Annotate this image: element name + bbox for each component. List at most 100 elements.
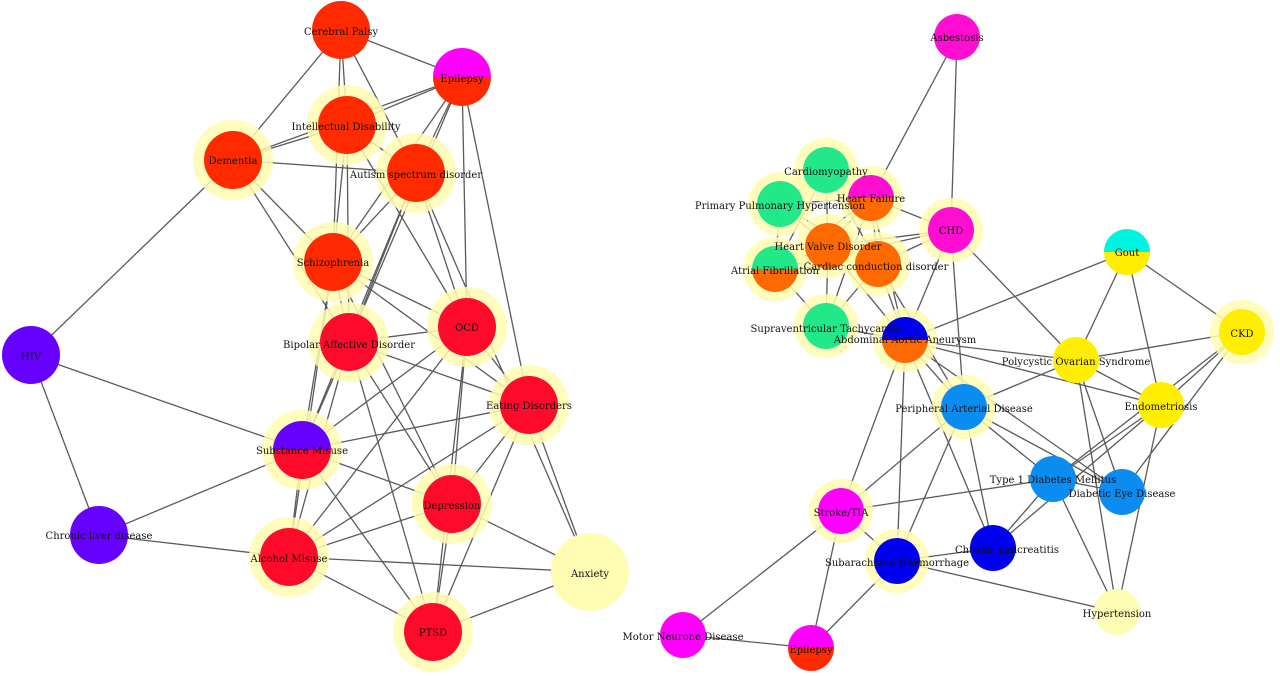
node-asbestosis[interactable] <box>934 14 980 60</box>
edge-ocd-alcohol_misuse <box>288 326 468 558</box>
edge-hiv-substance_misuse <box>30 354 303 451</box>
edge-sah-hypertension <box>896 560 1118 613</box>
edge-pcos-hypertension <box>1075 359 1118 613</box>
node-label-sah: Subarachnoid Haemorrhage <box>825 558 969 569</box>
node-ptsd[interactable] <box>404 603 462 661</box>
node-chronic_pancreatitis[interactable] <box>970 525 1016 571</box>
node-label-aaa: Abdominal Aortic Aneurysm <box>833 335 977 346</box>
edge-aaa-chronic_pancreatitis <box>904 339 994 549</box>
edge-t1dm-stroke_tia <box>840 478 1054 512</box>
node-label-chd: CHD <box>939 226 963 237</box>
edges-layer <box>30 29 1243 649</box>
edge-endometriosis-chronic_pancreatitis <box>992 404 1162 549</box>
node-hypertension[interactable] <box>1094 589 1140 635</box>
node-anxiety[interactable] <box>551 533 629 611</box>
node-mnd[interactable] <box>660 612 706 658</box>
edge-pcos-diabetic_eye <box>1075 359 1123 493</box>
node-label-hypertension: Hypertension <box>1083 609 1152 620</box>
edge-aaa-endometriosis <box>904 339 1162 406</box>
node-eating_disorders[interactable] <box>500 376 558 434</box>
node-label-pcos: Polycystic Ovarian Syndrome <box>1002 357 1151 368</box>
edge-aaa-diabetic_eye <box>904 339 1123 493</box>
edge-t1dm-hypertension <box>1052 478 1118 613</box>
node-ocd[interactable] <box>438 298 496 356</box>
node-label-cerebral_palsy: Cerebral Palsy <box>304 27 378 38</box>
node-heart_failure[interactable] <box>848 175 894 221</box>
node-label-heart_valve_disorder: Heart Valve Disorder <box>774 242 881 253</box>
node-label-atrial_fibrillation: Atrial Fibrillation <box>730 266 819 277</box>
node-label-epilepsy_left: Epilepsy <box>440 74 484 85</box>
node-label-pad: Peripheral Arterial Disease <box>895 404 1033 415</box>
node-alcohol_misuse[interactable] <box>260 528 318 586</box>
node-label-dementia: Dementia <box>209 156 258 167</box>
node-intellectual_disability[interactable] <box>318 96 376 154</box>
node-t1dm[interactable] <box>1030 456 1076 502</box>
node-depression[interactable] <box>423 475 481 533</box>
node-cardiomyopathy[interactable] <box>803 147 849 193</box>
node-gout[interactable] <box>1104 229 1150 275</box>
node-label-substance_misuse: Substance Misuse <box>256 446 348 457</box>
node-label-t1dm: Type 1 Diabetes Mellitus <box>990 475 1116 486</box>
node-label-heart_failure: Heart Failure <box>837 194 905 205</box>
edge-alcohol_misuse-anxiety <box>288 556 591 573</box>
node-label-autism: Autism spectrum disorder <box>349 170 482 181</box>
node-cerebral_palsy[interactable] <box>312 1 370 59</box>
node-label-epilepsy_right: Epilepsy <box>789 645 833 656</box>
node-diabetic_eye[interactable] <box>1099 469 1145 515</box>
edge-dementia-hiv <box>30 159 234 356</box>
node-label-asbestosis: Asbestosis <box>929 33 983 44</box>
edge-gout-aaa <box>904 251 1128 341</box>
node-label-bipolar: Bipolar Affective Disorder <box>283 340 415 351</box>
edge-hiv-chronic_liver <box>30 354 100 536</box>
node-atrial_fibrillation[interactable] <box>752 246 798 292</box>
node-label-chronic_pancreatitis: Chronic pancreatitis <box>955 545 1059 556</box>
node-svt[interactable] <box>803 303 849 349</box>
edge-autism-anxiety <box>415 172 591 573</box>
edge-gout-endometriosis <box>1126 251 1162 406</box>
node-label-svt: Supraventricular Tachycardia <box>750 324 901 335</box>
node-hiv[interactable] <box>2 326 60 384</box>
node-primary_pulmonary_hypertension[interactable] <box>757 181 803 227</box>
node-dementia[interactable] <box>204 131 262 189</box>
node-label-ptsd: PTSD <box>419 628 447 639</box>
node-label-hiv: HIV <box>21 352 42 363</box>
node-chronic_liver[interactable] <box>70 506 128 564</box>
edge-schizophrenia-alcohol_misuse <box>288 261 334 558</box>
node-stroke_tia[interactable] <box>818 488 864 534</box>
node-label-gout: Gout <box>1115 248 1139 259</box>
edge-stroke_tia-mnd <box>682 510 842 636</box>
node-autism[interactable] <box>387 144 445 202</box>
node-label-depression: Depression <box>424 501 482 512</box>
node-endometriosis[interactable] <box>1138 382 1184 428</box>
edge-eating_disorders-alcohol_misuse <box>288 404 530 558</box>
edge-endometriosis-hypertension <box>1116 404 1162 613</box>
node-label-cardiomyopathy: Cardiomyopathy <box>784 167 868 178</box>
node-label-anxiety: Anxiety <box>570 569 609 580</box>
node-label-conduction_disorder: Cardiac conduction disorder <box>804 262 949 273</box>
edge-epilepsy_left-eating_disorders <box>461 76 530 406</box>
node-bipolar[interactable] <box>320 313 378 371</box>
node-pcos[interactable] <box>1053 337 1099 383</box>
node-label-primary_pulmonary_hypertension: Primary Pulmonary Hypertension <box>695 201 866 212</box>
node-sah[interactable] <box>874 538 920 584</box>
node-label-diabetic_eye: Diabetic Eye Disease <box>1069 489 1176 500</box>
node-substance_misuse[interactable] <box>273 421 331 479</box>
node-label-eating_disorders: Eating Disorders <box>486 401 572 412</box>
edge-aaa-sah <box>896 339 906 562</box>
node-label-alcohol_misuse: Alcohol Misuse <box>250 554 328 565</box>
edge-asbestosis-chd <box>950 36 958 231</box>
node-ckd[interactable] <box>1219 309 1265 355</box>
node-pad[interactable] <box>941 384 987 430</box>
node-epilepsy_right[interactable] <box>788 625 834 671</box>
node-epilepsy_left[interactable] <box>433 48 491 106</box>
node-label-intellectual_disability: Intellectual Disability <box>291 122 400 133</box>
node-chd[interactable] <box>928 207 974 253</box>
node-conduction_disorder[interactable] <box>855 241 901 287</box>
node-label-mnd: Motor Neurone Disease <box>623 632 744 643</box>
node-label-stroke_tia: Stroke/TIA <box>814 508 870 519</box>
edge-bipolar-ptsd <box>348 341 434 633</box>
node-aaa[interactable] <box>882 317 928 363</box>
node-schizophrenia[interactable] <box>304 233 362 291</box>
node-heart_valve_disorder[interactable] <box>805 223 851 269</box>
